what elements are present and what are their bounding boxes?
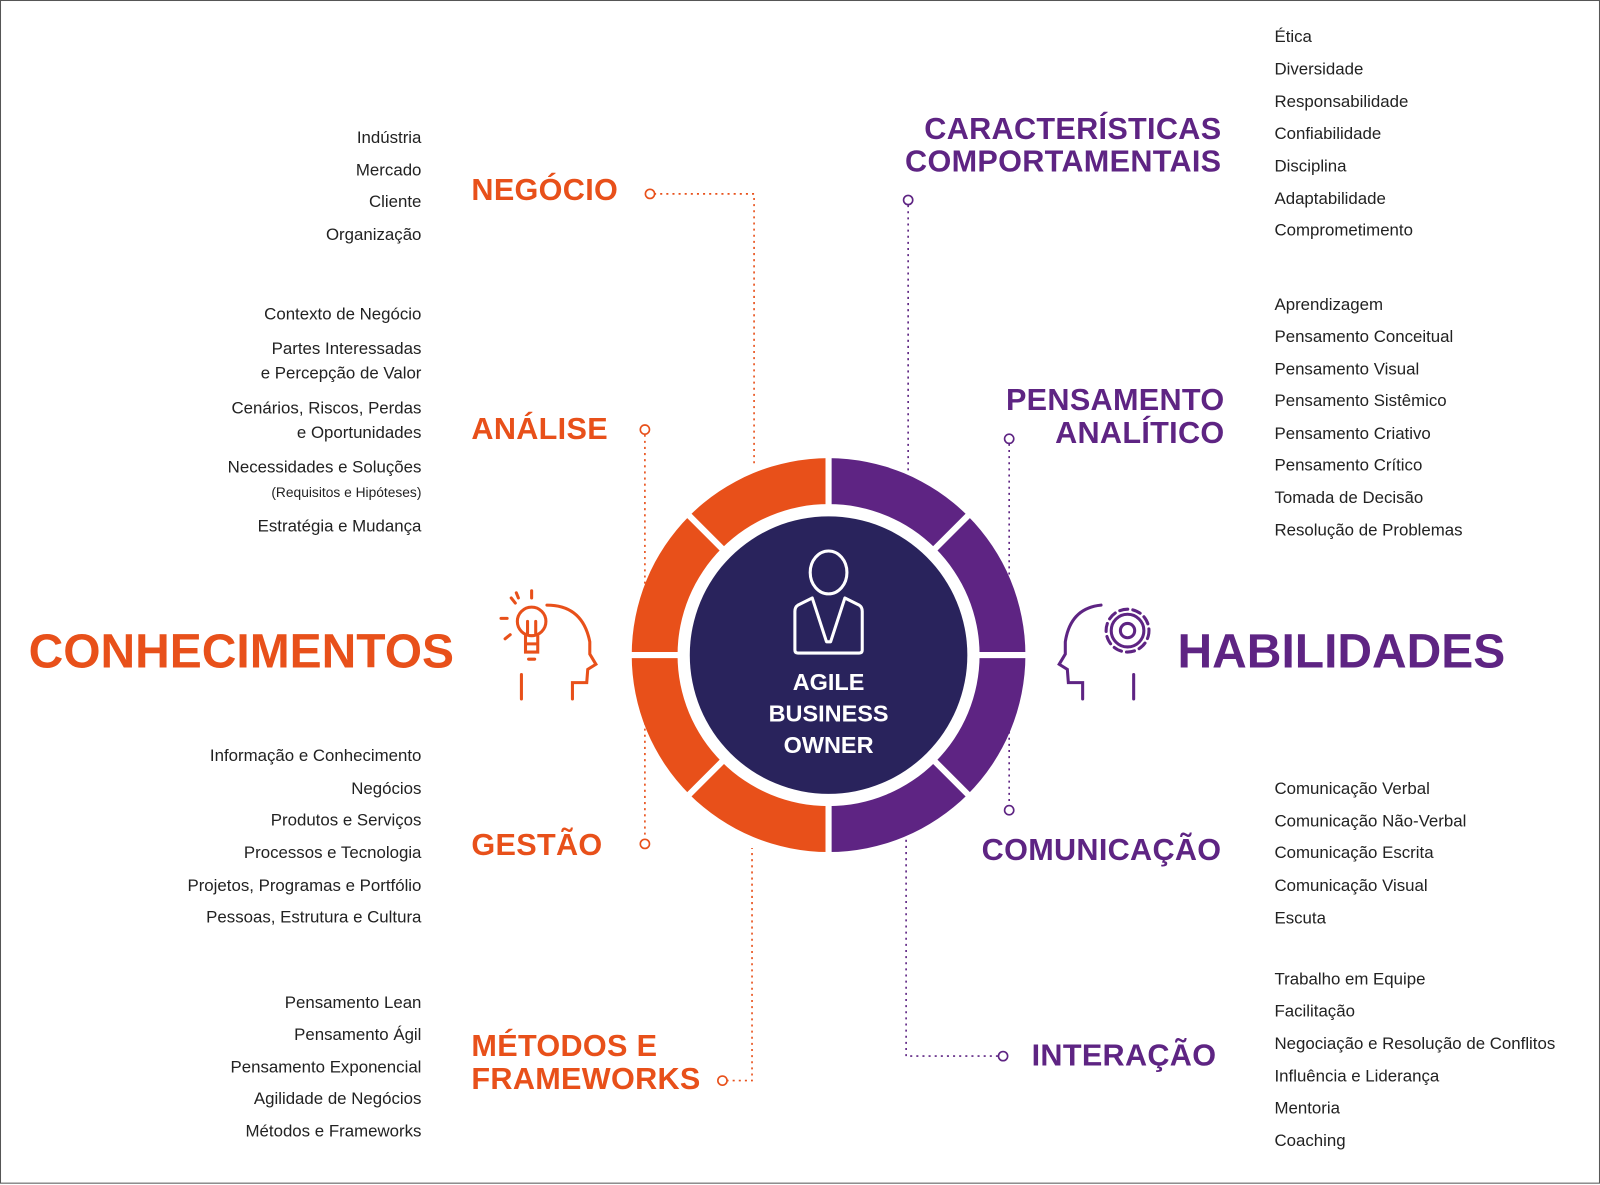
list-item: Cliente — [369, 192, 422, 212]
conhecimentos-title: CONHECIMENTOS — [28, 623, 455, 678]
list-item: Negócios — [351, 779, 422, 798]
heading-metodos-line1: MÉTODOS E — [471, 1029, 658, 1064]
list-item: Organização — [325, 225, 422, 244]
node-comunicacao — [1003, 804, 1015, 816]
list-item: Coaching — [1274, 1131, 1346, 1150]
list-item: Comunicação Visual — [1274, 876, 1428, 895]
segment-ring — [623, 449, 1034, 861]
list-item: e Percepção de Valor — [260, 364, 422, 383]
list-item: Tomada de Decisão — [1274, 488, 1424, 508]
list-item: Comunicação Verbal — [1274, 779, 1430, 798]
connector-metodos — [726, 847, 753, 1082]
heading-interacao: INTERAÇÃO — [1031, 1038, 1217, 1073]
list-item: Ética — [1274, 27, 1312, 46]
list-item: Comprometimento — [1274, 221, 1413, 240]
list-item: Comunicação Não-Verbal — [1274, 812, 1467, 831]
node-metodos — [717, 1075, 728, 1087]
list-item: Indústria — [356, 128, 422, 147]
list-item: Trabalho em Equipe — [1274, 970, 1426, 989]
list-item: Mercado — [355, 161, 422, 180]
list-item: Escuta — [1274, 909, 1326, 928]
list-item: Estratégia e Mudança — [257, 517, 422, 536]
list-item: Influência e Liderança — [1274, 1067, 1440, 1086]
person-icon — [793, 549, 864, 655]
ring-half-purple — [828, 458, 1026, 853]
list-item: Diversidade — [1274, 60, 1364, 79]
list-item: Aprendizagem — [1274, 295, 1384, 315]
gear-head-icon — [1057, 603, 1151, 701]
list-item: Necessidades e Soluções — [227, 458, 422, 477]
connector-negocio — [654, 193, 755, 466]
node-caracteristicas — [902, 194, 914, 206]
node-gestao — [639, 838, 651, 850]
heading-pensamento-line1: PENSAMENTO — [1005, 383, 1225, 418]
list-item: Disciplina — [1274, 157, 1347, 176]
node-interacao — [997, 1050, 1009, 1062]
list-item: Comunicação Escrita — [1274, 843, 1434, 863]
connector-interacao — [905, 837, 998, 1057]
heading-gestao: GESTÃO — [471, 828, 603, 863]
list-item: Informação e Conhecimento — [209, 746, 422, 766]
habilidades-title: HABILIDADES — [1177, 623, 1506, 678]
list-item: Pensamento Crítico — [1274, 456, 1423, 475]
list-item: Resolução de Problemas — [1274, 521, 1463, 540]
heading-comunicacao: COMUNICAÇÃO — [981, 833, 1222, 868]
list-item: e Oportunidades — [296, 423, 422, 442]
list-item: Métodos e Frameworks — [245, 1122, 422, 1141]
heading-negocio: NEGÓCIO — [471, 173, 619, 208]
center-label-line1: AGILE — [792, 668, 865, 695]
list-item: Pensamento Visual — [1274, 360, 1420, 379]
list-item: Projetos, Programas e Portfólio — [187, 876, 422, 895]
list-item: Facilitação — [1274, 1002, 1355, 1021]
list-item: Contexto de Negócio — [264, 305, 422, 324]
list-item: Produtos e Serviços — [270, 811, 422, 830]
list-item: Adaptabilidade — [1274, 189, 1386, 209]
center-label-line3: OWNER — [783, 731, 874, 759]
list-item: Pessoas, Estrutura e Cultura — [206, 908, 422, 927]
heading-caracteristicas-line1: CARACTERÍSTICAS — [924, 112, 1222, 146]
list-item: Pensamento Lean — [284, 993, 422, 1013]
list-item: Mentoria — [1274, 1098, 1340, 1118]
node-analise — [639, 424, 651, 435]
list-item: Pensamento Exponencial — [230, 1058, 422, 1077]
list-item-note: (Requisitos e Hipóteses) — [271, 484, 422, 500]
list-item: Negociação e Resolução de Conflitos — [1274, 1034, 1556, 1054]
list-item: Responsabilidade — [1274, 92, 1409, 112]
list-item: Pensamento Ágil — [294, 1025, 422, 1044]
list-item: Partes Interessadas — [271, 339, 422, 359]
node-negocio — [644, 188, 656, 200]
list-item: Pensamento Criativo — [1274, 424, 1431, 443]
list-item: Agilidade de Negócios — [253, 1089, 422, 1109]
heading-caracteristicas-line2: COMPORTAMENTAIS — [905, 144, 1222, 179]
list-item: Confiabilidade — [1274, 124, 1382, 143]
lightbulb-head-icon — [499, 589, 598, 701]
heading-metodos-line2: FRAMEWORKS — [471, 1062, 701, 1096]
list-item: Cenários, Riscos, Perdas — [231, 398, 422, 418]
list-item: Pensamento Sistêmico — [1274, 391, 1447, 411]
list-item: Processos e Tecnologia — [243, 843, 422, 863]
heading-analise: ANÁLISE — [471, 412, 608, 446]
ring-half-orange — [631, 458, 829, 853]
heading-pensamento-line2: ANALÍTICO — [1055, 416, 1225, 450]
center-label-line2: BUSINESS — [768, 699, 889, 727]
list-item: Pensamento Conceitual — [1274, 327, 1454, 346]
center-circle — [689, 516, 968, 794]
node-pensamento — [1003, 433, 1015, 445]
